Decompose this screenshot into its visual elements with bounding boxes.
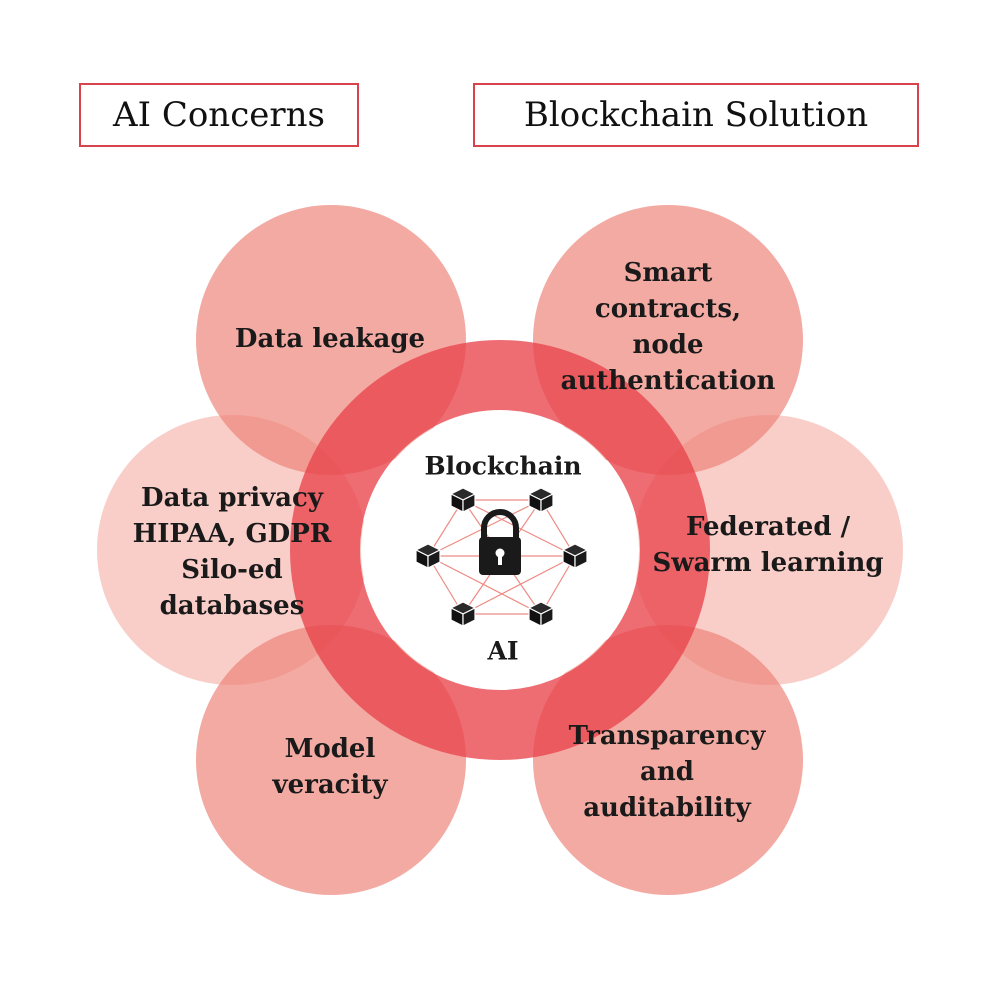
- solution-label-transparency: Transparency and auditability: [568, 721, 766, 823]
- solution-label-smart-contracts: Smart contracts, node authentication: [560, 258, 776, 396]
- cube-icon: [528, 601, 554, 627]
- concern-label-data-leakage: Data leakage: [234, 324, 426, 354]
- petal-circles: [97, 205, 903, 895]
- blockchain-solution-title: Blockchain Solution: [523, 95, 869, 135]
- solution-label-federated: Federated / Swarm learning: [652, 512, 884, 578]
- outer-ring: [290, 340, 710, 760]
- center-label-ai: AI: [487, 636, 519, 666]
- center-label-blockchain: Blockchain: [424, 451, 582, 481]
- cube-icon: [450, 487, 476, 513]
- concern-label-data-privacy: Data privacy HIPAA, GDPR Silo-ed databas…: [132, 483, 332, 621]
- petal-federated: [633, 415, 903, 685]
- blockchain-solution-header: Blockchain Solution: [473, 83, 919, 147]
- network-nodes: [415, 487, 588, 627]
- concern-label-model-veracity: Model veracity: [272, 734, 388, 800]
- padlock-icon: [479, 509, 521, 575]
- ai-concerns-header: AI Concerns: [79, 83, 359, 147]
- petal-data-privacy: [97, 415, 367, 685]
- cube-icon: [528, 487, 554, 513]
- cube-icon: [562, 543, 588, 569]
- cube-icon: [450, 601, 476, 627]
- cube-icon: [415, 543, 441, 569]
- ai-concerns-title: AI Concerns: [113, 95, 325, 135]
